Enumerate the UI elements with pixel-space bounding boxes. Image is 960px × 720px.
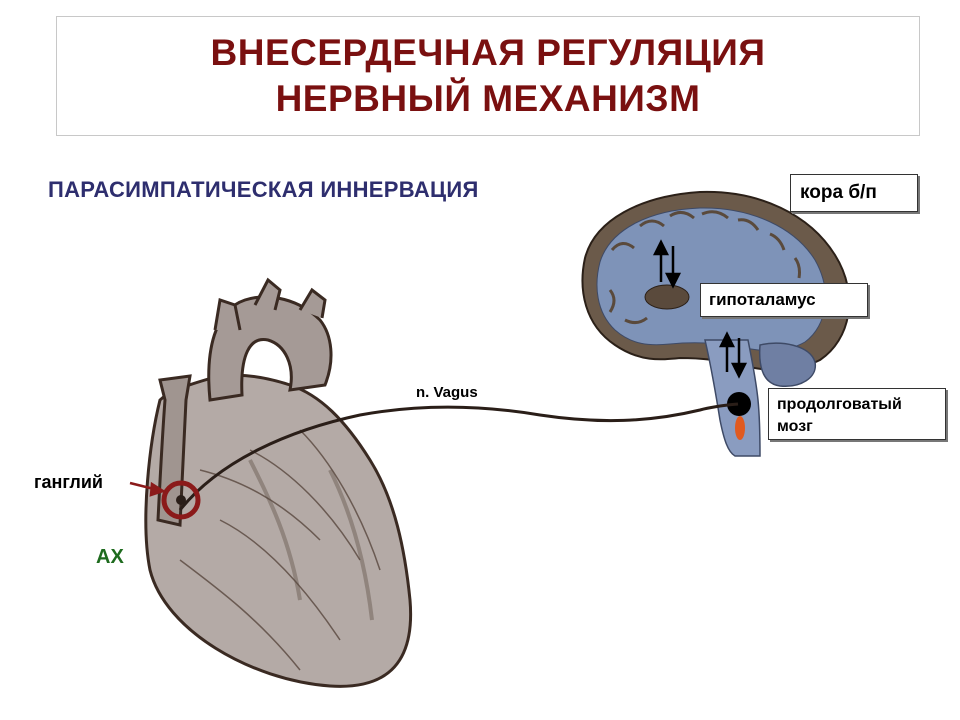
cerebellum xyxy=(758,342,816,387)
medulla-nucleus-orange xyxy=(735,416,745,440)
heart-illustration xyxy=(144,277,413,688)
ganglion-ring xyxy=(161,480,201,520)
heart-vessels-top xyxy=(213,277,327,331)
arrows-cortex-hypothalamus xyxy=(652,239,682,289)
label-medulla: продолговатый мозг xyxy=(768,388,946,440)
title-line-2: НЕРВНЫЙ МЕХАНИЗМ xyxy=(275,78,701,119)
hypothalamus-nucleus xyxy=(644,284,690,310)
heart-body xyxy=(144,373,413,688)
arrows-hypothalamus-medulla xyxy=(718,331,748,379)
subtitle: ПАРАСИМПАТИЧЕСКАЯ ИННЕРВАЦИЯ xyxy=(48,177,479,202)
label-hypothalamus: гипоталамус xyxy=(700,283,868,317)
heart-shading xyxy=(248,459,374,621)
title-line-1: ВНЕСЕРДЕЧНАЯ РЕГУЛЯЦИЯ xyxy=(210,32,766,73)
brain-illustration xyxy=(581,190,851,457)
heart-surface-lines xyxy=(179,429,381,671)
label-cortex: кора б/п xyxy=(790,174,918,212)
label-mediator: АХ xyxy=(96,546,124,568)
ganglion-core xyxy=(176,495,186,505)
vagus-nucleus-dot xyxy=(727,392,751,416)
title-box: ВНЕСЕРДЕЧНАЯ РЕГУЛЯЦИЯ НЕРВНЫЙ МЕХАНИЗМ xyxy=(56,16,920,136)
label-medulla-line-2: мозг xyxy=(777,418,813,435)
label-nerve: n. Vagus xyxy=(416,384,478,401)
label-ganglion: ганглий xyxy=(34,472,103,492)
label-medulla-line-1: продолговатый xyxy=(777,396,902,413)
ganglion-pointer-arrow xyxy=(129,481,166,497)
vagus-nerve-line xyxy=(178,402,739,511)
